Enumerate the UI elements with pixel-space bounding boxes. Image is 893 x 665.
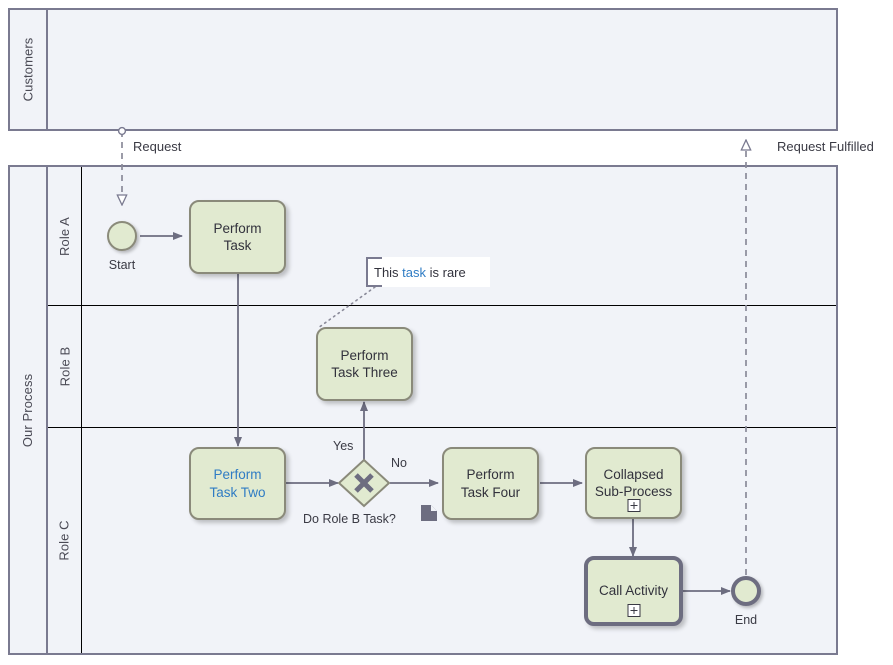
end-event[interactable] [731, 576, 761, 606]
end-event-label: End [734, 613, 758, 627]
task-collapsed-sub-process-line-2: Sub-Process [594, 484, 673, 499]
pool-our-process-header: Our Process [10, 167, 48, 653]
message-flow-request-fulfilled-label: Request Fulfilled [777, 139, 874, 154]
call-activity-plus-marker[interactable] [627, 604, 640, 617]
pool-customers-header: Customers [10, 10, 48, 129]
gateway-do-role-b-task[interactable] [337, 458, 391, 508]
lane-divider-b-c [48, 427, 836, 428]
pool-customers[interactable]: Customers [8, 8, 838, 131]
collapsed-sub-process-plus-marker[interactable] [627, 499, 640, 512]
gateway-do-role-b-task-label: Do Role B Task? [303, 512, 396, 526]
task-perform-task-three-line-2: Task Three [331, 365, 398, 380]
task-perform-task-four-line-1: Perform [466, 467, 515, 483]
annotation-link-task[interactable]: task [402, 264, 427, 280]
start-event[interactable] [107, 221, 137, 251]
start-event-label: Start [108, 258, 136, 272]
sequence-flow-no-label: No [391, 456, 407, 470]
task-perform-task-two-line-2: Task Two [209, 484, 266, 500]
task-perform-task-three-line-1: Perform [340, 347, 389, 363]
sequence-flow-yes-label: Yes [333, 439, 354, 453]
task-collapsed-sub-process[interactable]: Collapsed Sub-Process [585, 447, 682, 519]
annotation-text-before: This [374, 264, 403, 280]
lane-header-role-c[interactable]: Role C [48, 427, 82, 653]
task-collapsed-sub-process-line-1: Collapsed [603, 466, 664, 482]
task-perform-task-line-2: Task [223, 238, 252, 253]
lane-header-role-a[interactable]: Role A [48, 167, 82, 305]
task-perform-task-three[interactable]: Perform Task Three [316, 327, 413, 401]
task-perform-task-four-line-2: Task Four [460, 484, 521, 500]
association-annotation-to-task-three [317, 286, 376, 329]
task-perform-task[interactable]: Perform Task [189, 200, 286, 274]
annotation-text-after: is rare [426, 264, 466, 280]
task-perform-task-line-1: Perform [213, 220, 262, 236]
lane-divider-a-b [48, 305, 836, 306]
task-call-activity-line-1: Call Activity [598, 583, 669, 599]
message-flow-request-label: Request [133, 139, 182, 154]
task-perform-task-two[interactable]: Perform Task Two [189, 447, 286, 520]
task-perform-task-two-line-1: Perform [213, 467, 262, 483]
lane-header-role-b[interactable]: Role B [48, 305, 82, 427]
data-object-icon[interactable] [421, 505, 437, 521]
pool-our-process[interactable]: Our Process Role A Role B Role C [8, 165, 838, 655]
task-call-activity[interactable]: Call Activity [584, 556, 683, 626]
text-annotation-task-rare[interactable]: This task is rare [366, 257, 490, 287]
task-perform-task-four[interactable]: Perform Task Four [442, 447, 539, 520]
